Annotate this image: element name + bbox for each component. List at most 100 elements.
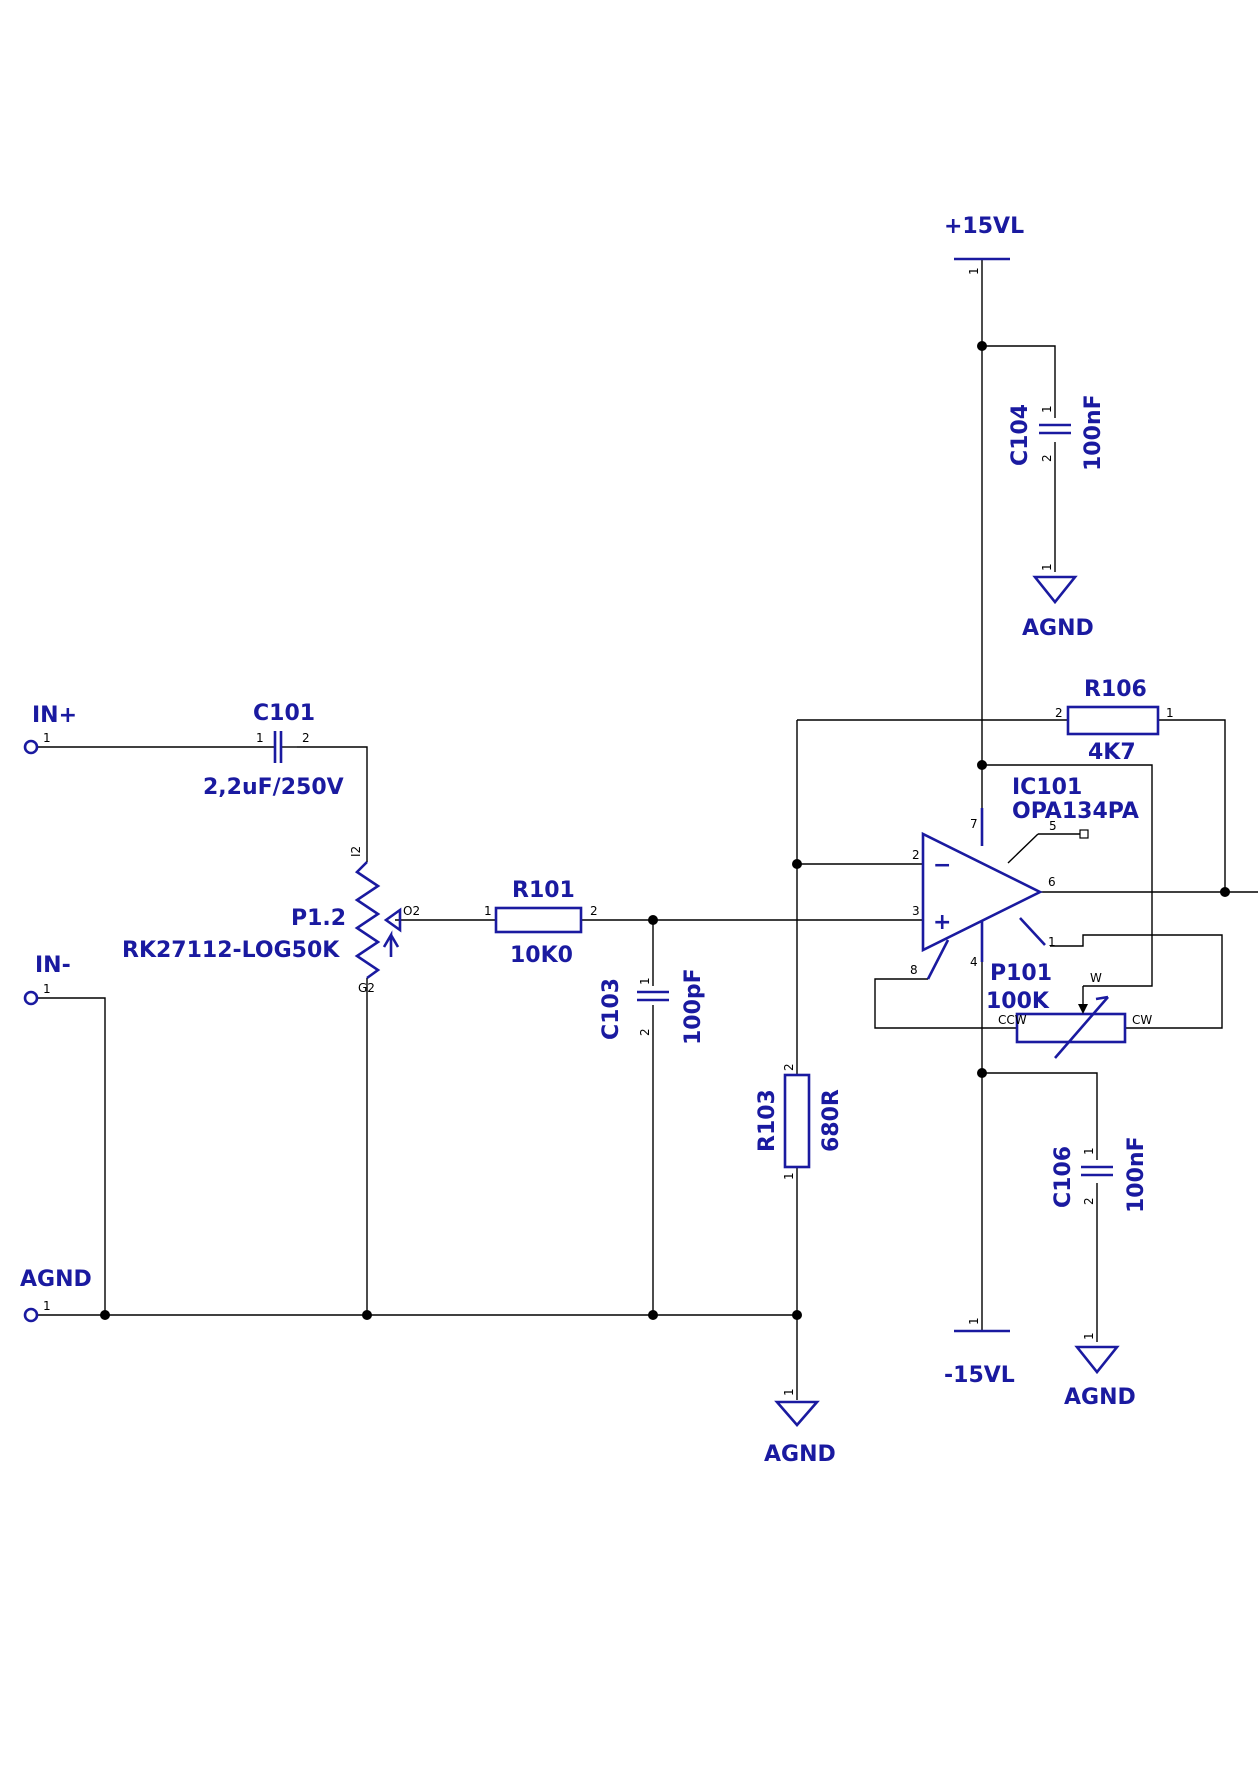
resistor-r106: R106 4K7 2 1 — [1055, 677, 1174, 765]
value-label: 100nF — [1124, 1136, 1149, 1213]
pin-number: 1 — [43, 982, 51, 996]
pin-number: 8 — [910, 963, 918, 977]
minus-sign: − — [933, 853, 951, 878]
junctions — [100, 341, 1230, 1320]
capacitor-c101: C101 2,2uF/250V 1 2 — [203, 701, 344, 800]
pin-number: 2 — [1082, 1197, 1096, 1205]
pin-number: 2 — [638, 1028, 652, 1036]
ground-label: AGND — [1064, 1385, 1136, 1410]
value-label: 2,2uF/250V — [203, 775, 344, 800]
pin-number: 1 — [1166, 706, 1174, 720]
pin5-nc-marker — [1079, 829, 1089, 839]
pin-number: 7 — [970, 817, 978, 831]
value-label: 680R — [819, 1089, 844, 1152]
port-label: AGND — [20, 1267, 92, 1292]
pin-number: 1 — [1040, 563, 1054, 571]
pin-number: 2 — [590, 904, 598, 918]
pin-number: 1 — [1082, 1332, 1096, 1340]
ref-label: C106 — [1051, 1146, 1076, 1208]
pin-number: 1 — [43, 731, 51, 745]
power-plus-15vl: +15VL 1 — [944, 214, 1024, 275]
pin-number: 1 — [484, 904, 492, 918]
capacitor-c106: C106 100nF 1 2 — [1051, 1136, 1149, 1213]
pin-number: 2 — [1055, 706, 1063, 720]
resistor-r101: R101 10K0 1 2 — [484, 878, 598, 968]
plus-sign: + — [933, 910, 951, 935]
power-label: +15VL — [944, 214, 1024, 239]
junction-dot — [100, 1310, 110, 1320]
port-in-minus: IN- 1 — [23, 953, 71, 1006]
pin-number: 1 — [43, 1299, 51, 1313]
value-label: OPA134PA — [1012, 799, 1139, 824]
potentiometer-p12: P1.2 RK27112-LOG50K I2 G2 O2 — [122, 846, 420, 995]
ref-label: C101 — [253, 701, 315, 726]
port-agnd-in: AGND 1 — [20, 1267, 92, 1323]
port-in-plus: IN+ 1 — [23, 703, 77, 755]
ref-label: C104 — [1008, 404, 1033, 466]
junction-dot — [977, 760, 987, 770]
junction-dot — [977, 341, 987, 351]
resistor-r103: R103 680R 2 1 — [755, 1063, 844, 1180]
port-label: IN+ — [32, 703, 77, 728]
ref-label: R106 — [1084, 677, 1147, 702]
pin-number: 3 — [912, 904, 920, 918]
pin-number: 1 — [782, 1172, 796, 1180]
trimmer-p101: P101 100K W CCW CW — [986, 961, 1152, 1059]
pin-number: 2 — [782, 1063, 796, 1071]
junction-dot — [977, 1068, 987, 1078]
value-label: 100pF — [681, 968, 706, 1045]
junction-dot — [648, 915, 658, 925]
power-minus-15vl: -15VL 1 — [944, 1317, 1015, 1388]
value-label: 4K7 — [1088, 740, 1136, 765]
ref-label: P1.2 — [291, 906, 346, 931]
pin-label: CW — [1132, 1013, 1152, 1027]
pin-number: 1 — [782, 1388, 796, 1396]
pin-number: 1 — [1048, 935, 1056, 949]
ground-agnd-c106: AGND 1 — [1064, 1332, 1136, 1410]
opamp-ic101: − + IC101 OPA134PA 2 3 7 4 5 6 1 8 — [910, 775, 1139, 980]
pin-number: G2 — [358, 981, 375, 995]
power-label: -15VL — [944, 1363, 1015, 1388]
ground-agnd-c104: AGND 1 — [1022, 563, 1094, 641]
pin-number: 6 — [1048, 875, 1056, 889]
value-label: RK27112-LOG50K — [122, 938, 340, 963]
connector-icon — [23, 990, 39, 1006]
wires — [31, 260, 1258, 1400]
pin-number: 4 — [970, 955, 978, 969]
ref-label: P101 — [990, 961, 1052, 986]
junction-dot — [648, 1310, 658, 1320]
ref-label: R101 — [512, 878, 575, 903]
pin-number: 2 — [912, 848, 920, 862]
pin-label: W — [1090, 971, 1102, 985]
port-label: IN- — [35, 953, 71, 978]
pin-number: 1 — [256, 731, 264, 745]
junction-dot — [1220, 887, 1230, 897]
ground-agnd-r103: AGND 1 — [764, 1388, 836, 1467]
value-label: 10K0 — [510, 943, 573, 968]
ground-label: AGND — [764, 1442, 836, 1467]
pin-number: 1 — [967, 1317, 981, 1325]
ground-label: AGND — [1022, 616, 1094, 641]
junction-dot — [792, 859, 802, 869]
ref-label: IC101 — [1012, 775, 1082, 800]
pin-number: 1 — [1082, 1147, 1096, 1155]
ref-label: R103 — [755, 1089, 780, 1152]
capacitor-c103: C103 100pF 1 2 — [599, 968, 706, 1045]
value-label: 100K — [986, 989, 1050, 1014]
pin-number: 5 — [1049, 819, 1057, 833]
capacitor-c104: C104 100nF 1 2 — [1008, 394, 1106, 471]
junction-dot — [362, 1310, 372, 1320]
junction-dot — [792, 1310, 802, 1320]
pin-number: O2 — [403, 904, 420, 918]
connector-icon — [23, 739, 39, 755]
pin-number: 2 — [1040, 454, 1054, 462]
pin-label: CCW — [998, 1013, 1027, 1027]
value-label: 100nF — [1081, 394, 1106, 471]
pin-number: 1 — [967, 267, 981, 275]
ref-label: C103 — [599, 978, 624, 1040]
pin-number: I2 — [349, 846, 363, 857]
pin-number: 1 — [638, 977, 652, 985]
connector-icon — [23, 1307, 39, 1323]
pin-number: 1 — [1040, 405, 1054, 413]
